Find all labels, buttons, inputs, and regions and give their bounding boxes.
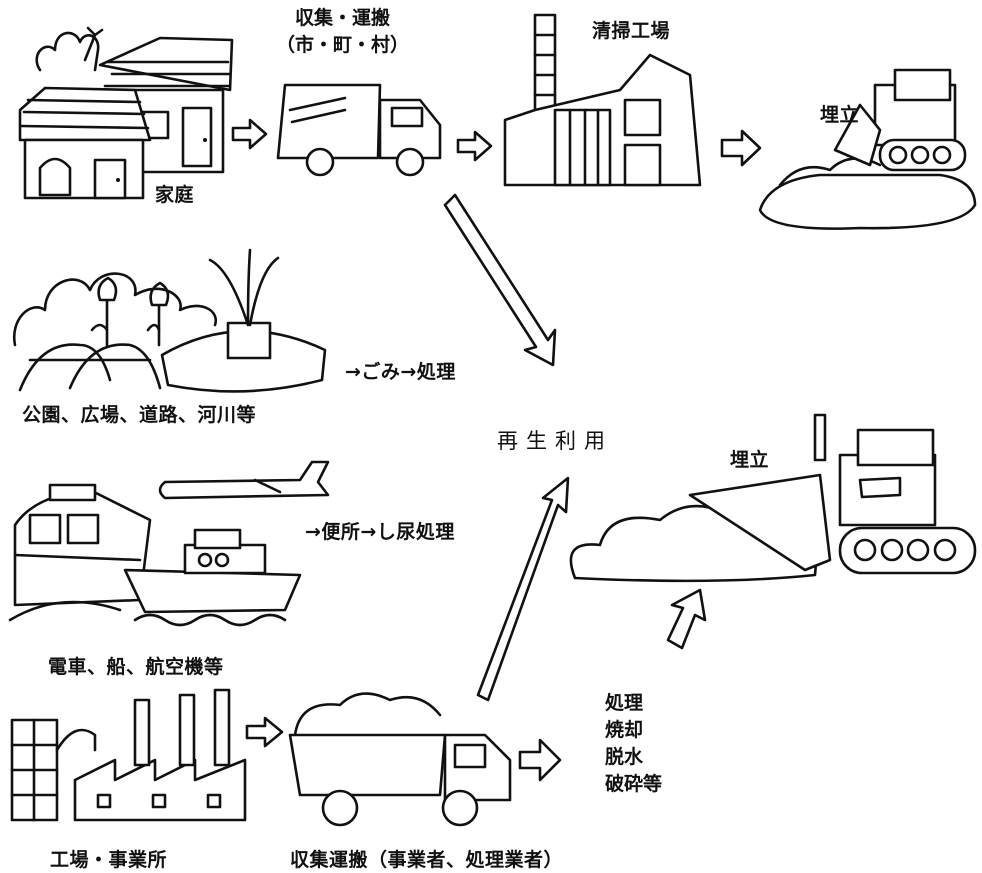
label-recycle: 再生利用 <box>497 429 613 453</box>
bulldozer-illustration <box>758 68 977 230</box>
label-garbage-process: →ごみ→処理 <box>345 361 456 383</box>
flow-arrow-up <box>666 588 707 650</box>
flow-arrow-diagonal <box>443 193 557 367</box>
label-transport: 電車、船、航空機等 <box>48 656 224 678</box>
label-parks: 公園、広場、道路、河川等 <box>22 404 257 426</box>
label-municipal-collection: 収集・運搬 （市・町・村） <box>276 5 409 59</box>
bulldozer-illustration <box>569 413 977 583</box>
label-municipal-collection-line2: （市・町・村） <box>276 34 410 56</box>
factory-illustration <box>10 688 247 822</box>
label-municipal-collection-line1: 収集・運搬 <box>295 7 391 29</box>
label-household: 家庭 <box>155 184 195 206</box>
label-toilet-process: →便所→し尿処理 <box>305 521 455 543</box>
flow-arrow <box>245 716 284 748</box>
flow-arrow <box>231 118 268 150</box>
label-landfill-bottom: 埋立 <box>730 449 770 471</box>
house-illustration <box>18 26 234 200</box>
treatment-item: 脱水 <box>605 746 644 768</box>
treatment-list: 処理 焼却 脱水 破砕等 <box>605 690 662 798</box>
treatment-item: 処理 <box>605 692 644 714</box>
flow-arrow <box>518 738 562 782</box>
garbage-truck-illustration <box>276 83 442 177</box>
label-factory: 工場・事業所 <box>50 849 168 871</box>
treatment-item: 破砕等 <box>605 773 663 795</box>
flow-arrow-diagonal <box>476 476 570 702</box>
treatment-item: 焼却 <box>605 719 644 741</box>
transport-illustration <box>8 460 330 627</box>
dump-truck-illustration <box>288 692 512 827</box>
flow-arrow <box>720 129 762 167</box>
label-business-collection: 収集運搬（事業者、処理業者） <box>290 849 564 871</box>
label-incineration-plant: 清掃工場 <box>592 20 671 42</box>
label-landfill-top: 埋立 <box>820 104 860 126</box>
incineration-plant-illustration <box>503 13 702 187</box>
flow-arrow <box>456 130 493 162</box>
park-illustration <box>12 248 327 393</box>
